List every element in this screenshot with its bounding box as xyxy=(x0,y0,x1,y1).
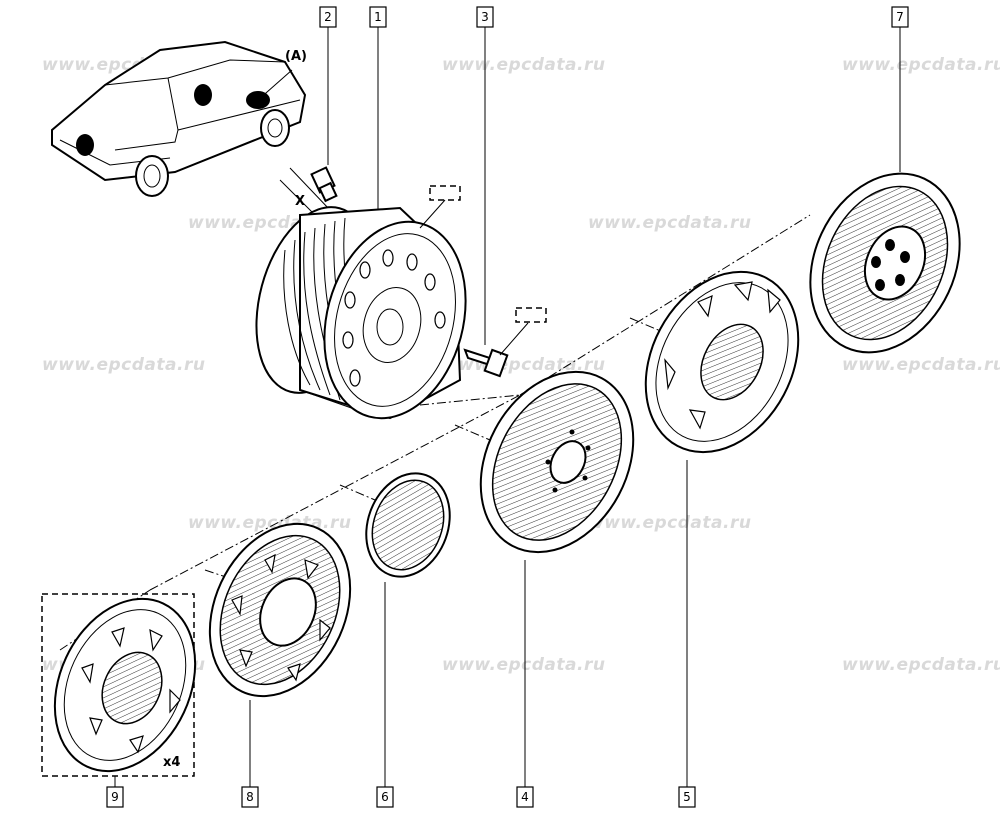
wheel-nut: X xyxy=(279,166,338,223)
callout-number: 7 xyxy=(896,10,904,24)
watermark-text: www.epcdata.ru xyxy=(842,355,1000,375)
quantity-label: x4 xyxy=(163,755,180,770)
wheel-trim-4 xyxy=(479,370,635,554)
callout-number: 5 xyxy=(683,790,691,804)
axis-line xyxy=(454,424,491,441)
callout-number: 4 xyxy=(521,790,529,804)
watermark-text: www.epcdata.ru xyxy=(588,213,751,233)
wheel-trim-7 xyxy=(809,172,961,354)
steel-wheel-rim xyxy=(255,206,467,420)
callout-labels: 1 2 3 4 5 6 7 8 xyxy=(106,6,909,808)
wheel-trim-9: x4 xyxy=(41,593,197,777)
callout-number: 8 xyxy=(246,790,254,804)
callout-number: 9 xyxy=(111,790,119,804)
axis-line xyxy=(149,394,521,591)
callout-7: 7 xyxy=(891,6,909,28)
watermark-text: www.epcdata.ru xyxy=(842,55,1000,75)
callout-9: 9 xyxy=(106,786,124,808)
axis-line xyxy=(339,484,376,501)
leader-lines xyxy=(114,27,901,787)
watermark-text: www.epcdata.ru xyxy=(588,513,751,533)
reference-brackets xyxy=(419,185,547,323)
callout-3: 3 xyxy=(476,6,494,28)
callout-1: 1 xyxy=(369,6,387,28)
callout-2: 2 xyxy=(319,6,337,28)
callout-5: 5 xyxy=(678,786,696,808)
callout-8: 8 xyxy=(241,786,259,808)
wheel-trim-8 xyxy=(208,522,352,698)
callout-6: 6 xyxy=(376,786,394,808)
dimension-label: X xyxy=(295,194,305,209)
callout-number: 1 xyxy=(374,10,382,24)
axis-line xyxy=(519,214,811,396)
wheel-trim-5 xyxy=(644,270,800,454)
wheel-bolt xyxy=(463,322,529,378)
axis-line xyxy=(204,569,236,581)
watermark-text: www.epcdata.ru xyxy=(842,655,1000,675)
callout-4: 4 xyxy=(516,786,534,808)
callout-number: 2 xyxy=(324,10,332,24)
watermark-text: www.epcdata.ru xyxy=(42,355,205,375)
watermark-text: www.epcdata.ru xyxy=(442,655,605,675)
watermark-text: www.epcdata.ru xyxy=(442,55,605,75)
callout-number: 3 xyxy=(481,10,489,24)
centre-cap-6 xyxy=(365,472,451,578)
car-illustration: (A) xyxy=(51,40,307,197)
car-label: (A) xyxy=(285,49,307,64)
callout-number: 6 xyxy=(381,790,389,804)
